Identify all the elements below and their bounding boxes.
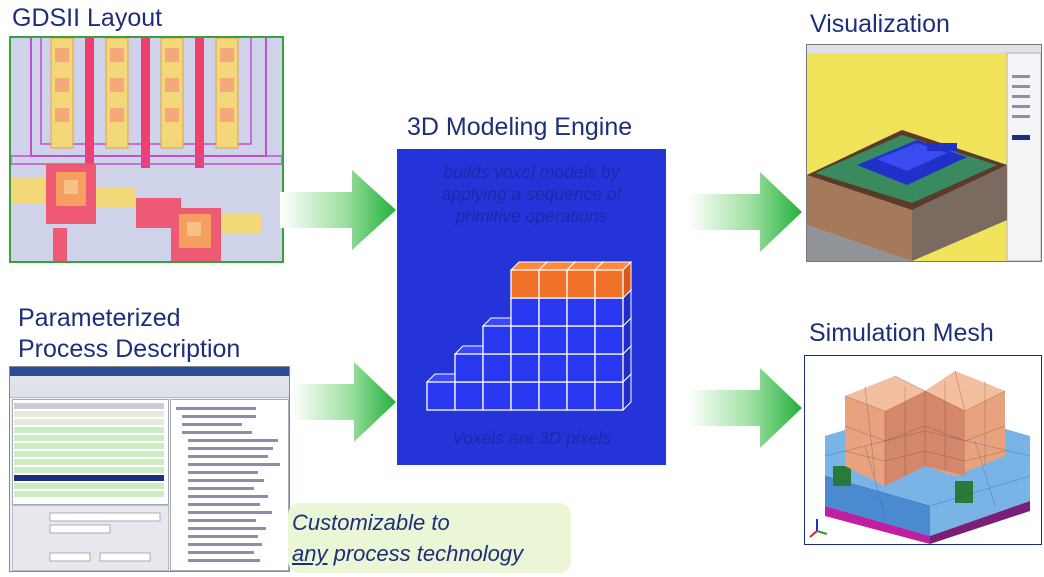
process-tree-view (170, 399, 289, 571)
gds-layout-image (9, 36, 284, 263)
visualization-title: Visualization (810, 10, 950, 38)
process-description-title: Parameterized Process Description (18, 303, 240, 365)
process-editor-screenshot (9, 366, 290, 572)
visualization-screenshot (806, 44, 1042, 262)
arrow-engine-to-simulation (688, 368, 802, 448)
callout-line1: Customizable to (292, 510, 450, 535)
process-title-line1: Parameterized (18, 304, 181, 332)
engine-footer-voxels: Voxels are 3D pixels (452, 428, 611, 448)
process-title-line2: Process Description (18, 335, 241, 363)
engine-title: 3D Modeling Engine (407, 113, 633, 141)
engine-description-line3: primitive operations (455, 206, 608, 226)
simulation-mesh-screenshot (804, 355, 1042, 545)
process-editor-titlebar (10, 367, 289, 376)
callout-line2: any process technology (292, 541, 523, 567)
callout-line2-rest: process technology (327, 541, 524, 566)
process-editor-detail-lines (14, 403, 280, 562)
arrow-gds-to-engine (280, 170, 396, 250)
engine-description-line1: builds voxel models by (443, 162, 620, 182)
arrow-process-to-engine (292, 362, 396, 442)
visualization-render (807, 45, 1041, 261)
process-editor-toolbar (10, 385, 289, 398)
customizable-callout-background (288, 503, 571, 573)
process-editor-menubar (10, 376, 289, 385)
engine-description-line2: applying a sequence of (441, 184, 622, 204)
voxel-staircase-icon (426, 261, 632, 411)
gds-layout-drawing (11, 38, 282, 261)
simulation-mesh-render (805, 356, 1041, 544)
modeling-engine-box: builds voxel models by applying a sequen… (397, 149, 666, 465)
gds-layout-title: GDSII Layout (12, 4, 163, 32)
callout-emphasis-any: any (292, 541, 328, 566)
arrow-engine-to-visualization (688, 172, 802, 252)
simulation-mesh-title: Simulation Mesh (809, 319, 994, 347)
